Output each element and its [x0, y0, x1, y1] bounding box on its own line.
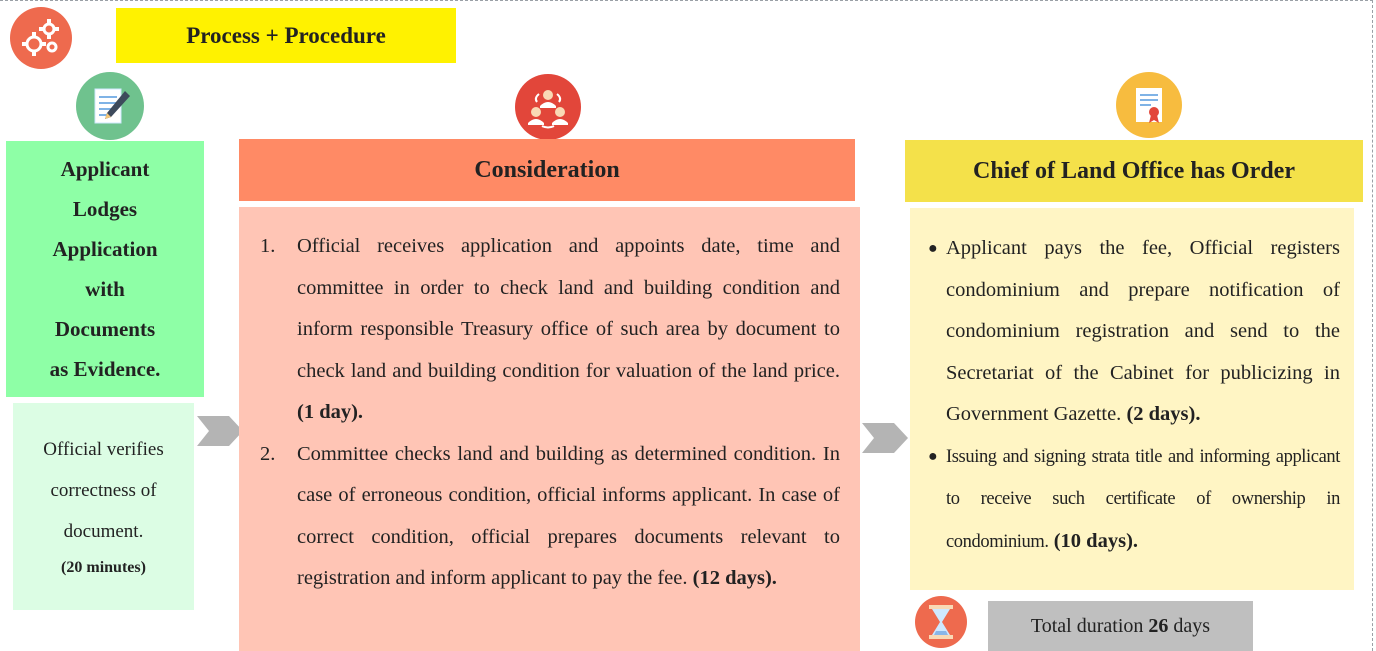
list-item: 2. Committee checks land and building as… — [257, 434, 840, 600]
chevron-right-icon — [862, 423, 908, 453]
chief-order-body: ● Applicant pays the fee, Official regis… — [910, 208, 1354, 590]
applicant-title-line: Lodges — [72, 197, 138, 221]
applicant-title-line: Application — [52, 237, 158, 261]
item-text: Committee checks land and building as de… — [297, 442, 840, 590]
bullet-icon: ● — [928, 240, 938, 257]
applicant-title-line: Documents — [54, 317, 156, 341]
item-text: Issuing and signing strata title and inf… — [946, 446, 1340, 552]
verify-text-line: Official verifies — [43, 439, 164, 460]
verify-text-line: document. — [63, 521, 144, 542]
consideration-header: Consideration — [239, 139, 855, 201]
item-text: Applicant pays the fee, Official registe… — [946, 237, 1340, 425]
applicant-title-line: with — [85, 277, 125, 301]
consideration-body: 1. Official receives application and app… — [239, 207, 860, 651]
list-item: ● Issuing and signing strata title and i… — [926, 436, 1340, 564]
chief-order-header: Chief of Land Office has Order — [905, 140, 1363, 202]
hourglass-icon — [915, 596, 967, 648]
total-duration-box: Total duration 26 days — [988, 601, 1253, 651]
item-duration: (1 day). — [297, 401, 364, 423]
total-value: 26 — [1148, 614, 1169, 637]
page-title: Process + Procedure — [116, 8, 456, 63]
applicant-lodges-box: Applicant Lodges Application with Docume… — [6, 141, 204, 397]
item-duration: (10 days). — [1053, 529, 1139, 552]
applicant-title-line: as Evidence. — [49, 357, 161, 381]
official-verifies-box: Official verifies correctness of documen… — [13, 403, 194, 610]
applicant-title-line: Applicant — [60, 157, 150, 181]
gears-icon — [10, 7, 72, 69]
item-text: Official receives application and appoin… — [297, 235, 840, 382]
chevron-right-icon — [197, 416, 243, 446]
document-pen-icon — [76, 72, 144, 140]
item-number: 1. — [260, 235, 276, 257]
total-suffix: days — [1173, 614, 1211, 637]
bullet-icon: ● — [928, 447, 938, 465]
certificate-icon — [1116, 72, 1182, 138]
item-duration: (2 days). — [1126, 403, 1201, 425]
team-icon — [515, 74, 581, 140]
list-item: 1. Official receives application and app… — [257, 226, 840, 434]
item-number: 2. — [260, 442, 276, 465]
verify-text-line: correctness of — [50, 480, 157, 501]
item-duration: (12 days). — [692, 567, 777, 589]
total-prefix: Total duration — [1030, 614, 1144, 637]
verify-duration: (20 minutes) — [61, 559, 146, 576]
list-item: ● Applicant pays the fee, Official regis… — [926, 228, 1340, 436]
